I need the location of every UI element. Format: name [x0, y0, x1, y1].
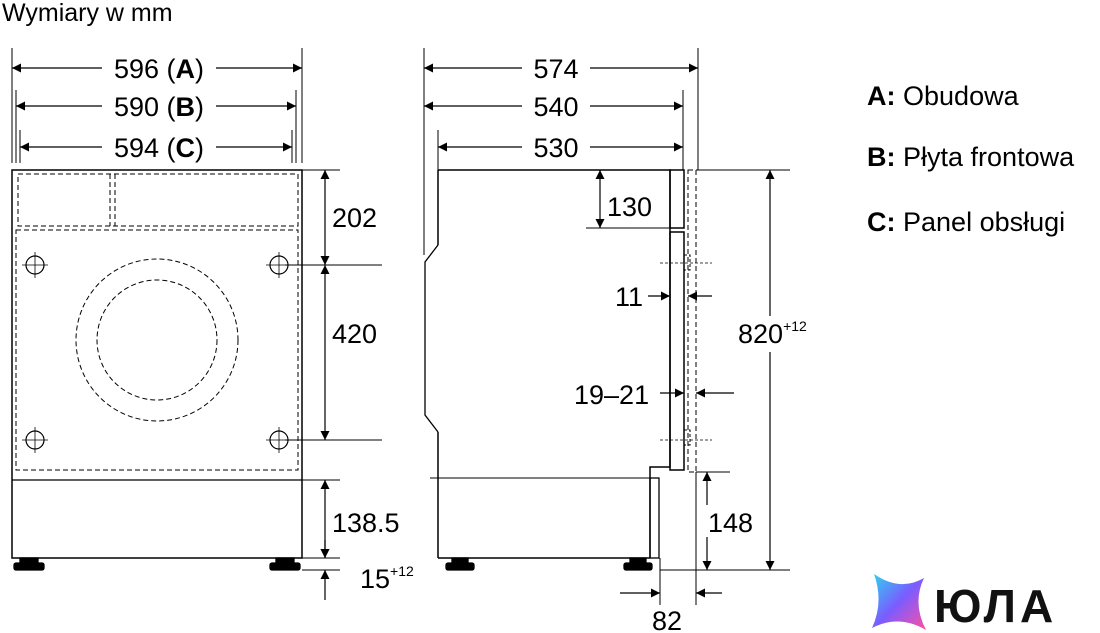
legend-item-a: A: Obudowa	[867, 81, 1020, 111]
side-view	[423, 48, 790, 605]
offset-148-label: 148	[708, 508, 753, 538]
height-420-label: 420	[332, 319, 377, 349]
brand-logo: ЮЛА	[872, 574, 1057, 632]
thickness-19-21-label: 19–21	[574, 380, 649, 410]
depth-82-label: 82	[652, 606, 682, 633]
legend-item-b: B: Płyta frontowa	[867, 142, 1075, 172]
star-logo-icon	[872, 574, 926, 630]
height-138-label: 138.5	[332, 508, 400, 538]
gap-11-label: 11	[615, 282, 643, 312]
legend: A: Obudowa B: Płyta frontowa C: Panel ob…	[867, 81, 1075, 237]
front-dimension-lines	[12, 63, 330, 600]
height-202-label: 202	[332, 203, 377, 233]
width-b-label: 590 (B)	[114, 92, 204, 122]
width-c-label: 594 (C)	[114, 133, 204, 163]
width-a-label: 596 (A)	[114, 54, 204, 84]
front-view	[11, 48, 382, 571]
logo-text: ЮЛА	[934, 580, 1057, 632]
diagram-title: Wymiary w mm	[2, 0, 173, 27]
height-15-label: 15+12	[360, 563, 414, 594]
legend-item-c: C: Panel obsługi	[867, 207, 1065, 237]
depth-540-label: 540	[533, 92, 578, 122]
height-820-label: 820+12	[738, 318, 807, 349]
depth-530-label: 530	[533, 133, 578, 163]
offset-130-label: 130	[607, 192, 652, 222]
depth-574-label: 574	[533, 54, 578, 84]
